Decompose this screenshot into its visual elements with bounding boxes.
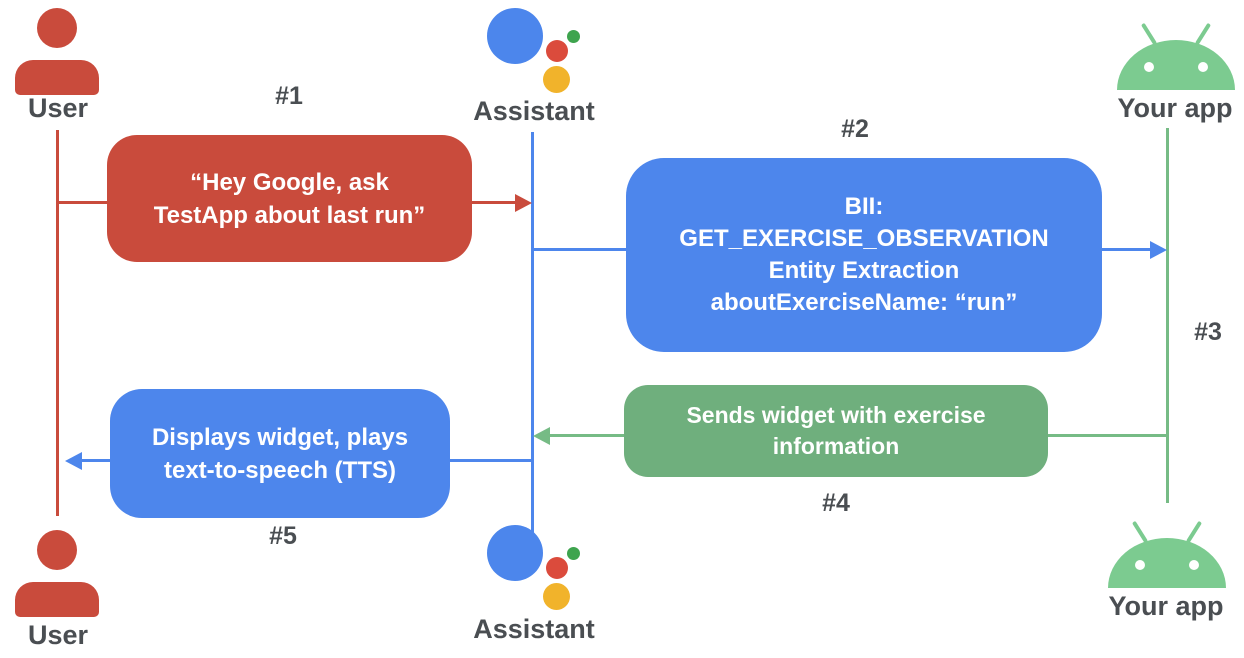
user-icon-head: [37, 8, 77, 48]
user-icon-top: [14, 8, 100, 95]
message-1-text-line1: “Hey Google, ask: [190, 168, 389, 196]
message-box-2: BII: GET_EXERCISE_OBSERVATION Entity Ext…: [626, 158, 1102, 352]
message-2-arrowhead: [1150, 241, 1167, 259]
assistant-blue-circle: [487, 8, 543, 64]
user-label-bottom: User: [27, 620, 89, 650]
android-eye-left: [1144, 62, 1154, 72]
user-icon-body: [15, 60, 99, 95]
assistant-red-circle: [546, 557, 568, 579]
user-lifeline: [56, 130, 59, 516]
message-2-text-line3: Entity Extraction: [768, 257, 960, 284]
user-icon-head: [37, 530, 77, 570]
android-head: [1117, 40, 1235, 90]
assistant-yellow-circle: [543, 583, 570, 610]
message-2-text-line2: GET_EXERCISE_OBSERVATION: [679, 225, 1049, 252]
android-icon-top: [1114, 20, 1238, 90]
assistant-label-bottom: Assistant: [473, 614, 595, 644]
message-1-arrowhead: [515, 194, 532, 212]
message-box-4: Sends widget with exercise information: [624, 385, 1048, 477]
step-5-label: #5: [269, 522, 297, 550]
yourapp-label-bottom: Your app: [1108, 591, 1224, 621]
step-1-label: #1: [275, 82, 303, 110]
android-antenna-left: [1140, 22, 1158, 46]
app-lifeline: [1166, 128, 1169, 503]
assistant-yellow-circle: [543, 66, 570, 93]
android-head: [1108, 538, 1226, 588]
android-antenna-right: [1185, 520, 1203, 544]
user-label-top: User: [27, 93, 89, 123]
android-icon-bottom: [1105, 518, 1229, 588]
android-eye-right: [1189, 560, 1199, 570]
message-4-arrowhead: [533, 427, 550, 445]
yourapp-label-top: Your app: [1117, 93, 1233, 123]
assistant-label-top: Assistant: [473, 96, 595, 126]
assistant-red-circle: [546, 40, 568, 62]
step-2-label: #2: [841, 115, 869, 143]
step-3-label: #3: [1194, 318, 1222, 346]
assistant-icon-top: [487, 8, 581, 94]
message-1-text-line2: TestApp about last run”: [153, 201, 426, 229]
message-4-text-line1: Sends widget with exercise: [686, 402, 986, 428]
message-5-text-line1: Displays widget, plays: [151, 423, 409, 451]
user-icon-bottom: [14, 530, 100, 617]
assistant-green-circle: [567, 30, 580, 43]
assistant-blue-circle: [487, 525, 543, 581]
message-box-5: Displays widget, plays text-to-speech (T…: [110, 389, 450, 518]
message-4-text-line2: information: [772, 433, 900, 459]
android-antenna-right: [1194, 22, 1212, 46]
message-2-text-line1: BII:: [844, 193, 884, 220]
message-2-text-line4: aboutExerciseName: “run”: [710, 289, 1018, 316]
assistant-green-circle: [567, 547, 580, 560]
message-box-1: “Hey Google, ask TestApp about last run”: [107, 135, 472, 262]
message-5-arrowhead: [65, 452, 82, 470]
assistant-icon-bottom: [487, 525, 581, 611]
android-eye-right: [1198, 62, 1208, 72]
assistant-lifeline: [531, 132, 534, 542]
user-icon-body: [15, 582, 99, 617]
message-5-text-line2: text-to-speech (TTS): [163, 456, 396, 484]
step-4-label: #4: [822, 489, 850, 517]
android-antenna-left: [1131, 520, 1149, 544]
android-eye-left: [1135, 560, 1145, 570]
